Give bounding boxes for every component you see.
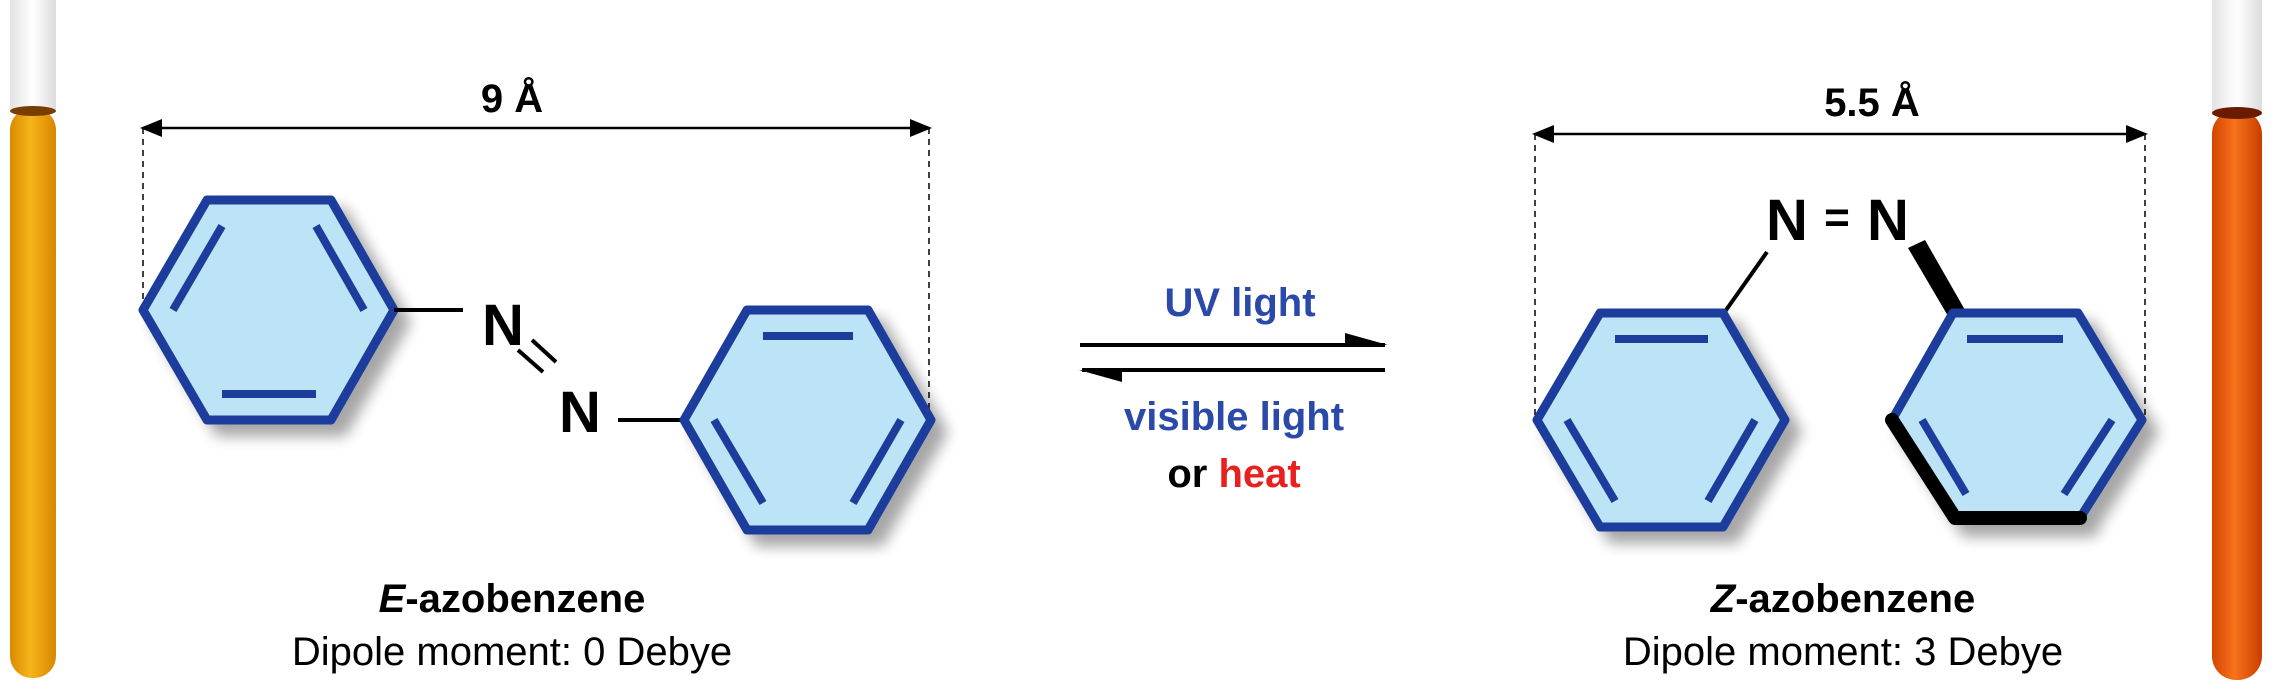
e-n-n-double-bond-a	[516, 348, 545, 374]
left-tube-meniscus	[10, 106, 56, 116]
e-n-n-double-bond-b	[530, 338, 558, 364]
z-nitrogen-atom-1: N	[1766, 188, 1808, 253]
z-nitrogen-atom-2: N	[1867, 188, 1909, 253]
left-tube-solution	[10, 108, 56, 678]
e-distance-label: 9 Å	[481, 76, 543, 121]
e-benzene-ring-1	[138, 195, 399, 425]
z-isomer-name: Z-azobenzene	[1710, 577, 1975, 621]
e-nitrogen-atom-2: N	[559, 380, 601, 445]
right-tube-glass	[2212, 0, 2262, 112]
z-distance-arrow-left	[1532, 125, 1554, 143]
reverse-arrow-head	[1079, 370, 1122, 382]
z-isomer-suffix: -azobenzene	[1735, 577, 1975, 621]
left-tube-glass	[10, 0, 56, 112]
e-isomer-name: E-azobenzene	[379, 577, 646, 621]
z-distance-label: 5.5 Å	[1824, 80, 1920, 125]
right-tube-meniscus	[2212, 107, 2262, 119]
left-test-tube	[10, 0, 56, 678]
z-n-n-double-bond: =	[1824, 193, 1850, 242]
z-c-n-bond-1	[1722, 250, 1769, 315]
e-isomer-suffix: -azobenzene	[405, 577, 645, 621]
e-distance-arrow-right	[910, 119, 932, 137]
reverse-condition-or-heat: or heat	[1167, 452, 1300, 496]
right-test-tube	[2212, 0, 2262, 680]
z-isomer-prefix: Z	[1710, 577, 1737, 621]
z-benzene-ring-2	[1885, 308, 2147, 525]
e-nitrogen-atom-1: N	[482, 293, 524, 358]
z-azobenzene-molecule: 5.5 Å N = N Z-azobenzene Dipole moment: …	[1532, 80, 2148, 674]
heat-word: heat	[1218, 452, 1300, 496]
z-dipole-moment: Dipole moment: 3 Debye	[1623, 630, 2063, 674]
e-dipole-moment: Dipole moment: 0 Debye	[292, 630, 732, 674]
z-c-n-wedge-bond	[1908, 240, 1965, 316]
e-distance-arrow-left	[140, 119, 162, 137]
reverse-condition-visible-light: visible light	[1124, 395, 1344, 439]
or-word: or	[1167, 452, 1207, 496]
z-benzene-ring-1	[1532, 308, 1790, 532]
e-azobenzene-molecule: 9 Å N N E-azobenzene Dipole moment: 0 De…	[138, 76, 936, 674]
e-benzene-ring-2	[679, 305, 936, 535]
z-distance-arrow-right	[2126, 125, 2148, 143]
forward-condition-uv-light: UV light	[1164, 281, 1315, 325]
right-tube-solution	[2212, 110, 2262, 680]
forward-arrow-head	[1345, 333, 1388, 345]
equilibrium-arrows: UV light visible light or heat	[1079, 281, 1388, 496]
e-isomer-prefix: E	[379, 577, 407, 621]
